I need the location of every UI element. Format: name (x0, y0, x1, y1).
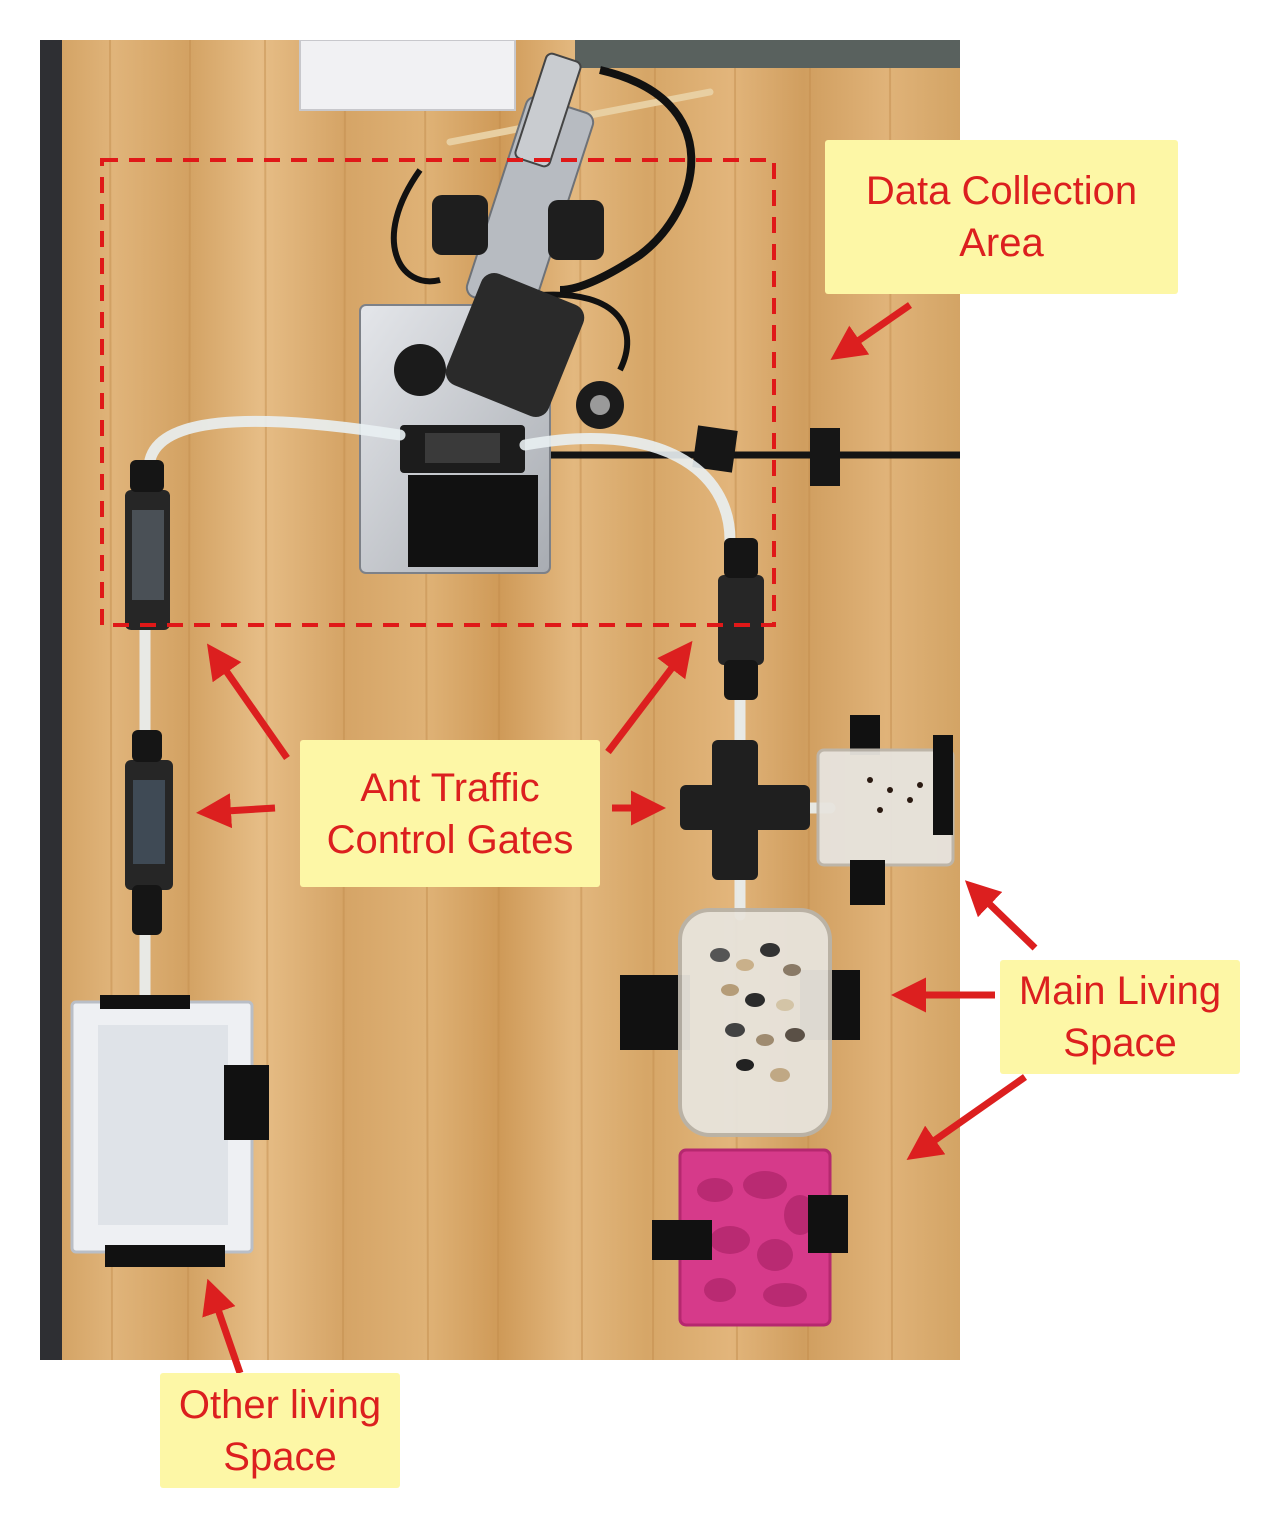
label-line: Control Gates (326, 817, 574, 862)
base-black-tape (408, 475, 538, 567)
tube-connector (132, 885, 162, 935)
gate-left-lower-window (133, 780, 165, 864)
cable-tape (810, 428, 840, 486)
data-collection-box (100, 158, 776, 627)
ring-light-lens (590, 395, 610, 415)
ring-light-left (394, 344, 446, 396)
label-line: Space (1063, 1021, 1177, 1065)
observation-window (425, 433, 500, 463)
label-main-living-space: Main Living Space (1000, 960, 1240, 1074)
pebbles (710, 943, 805, 1082)
photo (40, 40, 960, 1360)
label-other-living-space: Other living Space (160, 1373, 400, 1488)
label-line: Main Living (1018, 969, 1222, 1013)
arrow-main-living-upper (964, 880, 1038, 951)
white-nest-interior (98, 1025, 228, 1225)
gate-right-upper (718, 575, 764, 665)
gray-tray (575, 40, 960, 68)
tube-connector (724, 660, 758, 700)
ant-habitat-photo (40, 40, 960, 1360)
label-data-collection-area: Data Collection Area (825, 140, 1178, 294)
label-line: Area (959, 221, 1044, 265)
box-tape (933, 735, 953, 835)
tube-connector (130, 460, 164, 492)
cable-tape (692, 425, 738, 473)
tube-connector (724, 538, 758, 578)
gate-left-upper-window (132, 510, 164, 600)
nest-tape-right (808, 1195, 848, 1253)
white-box-tape (224, 1065, 269, 1140)
focus-knob-left (432, 195, 488, 255)
label-line: Data Collection (865, 169, 1138, 213)
camera-cable (559, 66, 696, 294)
knob-cable (390, 168, 441, 285)
microscope-post (514, 52, 582, 168)
white-box-tape (105, 1245, 225, 1267)
focus-knob-right (548, 200, 604, 260)
label-ant-traffic-control-gates: Ant Traffic Control Gates (300, 740, 600, 887)
light-cable (539, 291, 631, 372)
table-edge (40, 40, 62, 1360)
white-block (299, 40, 516, 111)
small-acrylic-box (816, 748, 955, 867)
label-line: Space (223, 1434, 337, 1479)
tube-connector (132, 730, 162, 762)
white-box-tape (100, 995, 190, 1009)
label-line: Ant Traffic (360, 765, 540, 810)
camera-body (445, 272, 585, 418)
box-tape (850, 860, 885, 905)
label-line: Other living (178, 1382, 382, 1427)
ants (867, 777, 923, 813)
nest-tape-left (652, 1220, 712, 1260)
box-tape (850, 715, 880, 755)
cross-junction-vertical (712, 740, 758, 880)
pebble-container (678, 908, 832, 1137)
